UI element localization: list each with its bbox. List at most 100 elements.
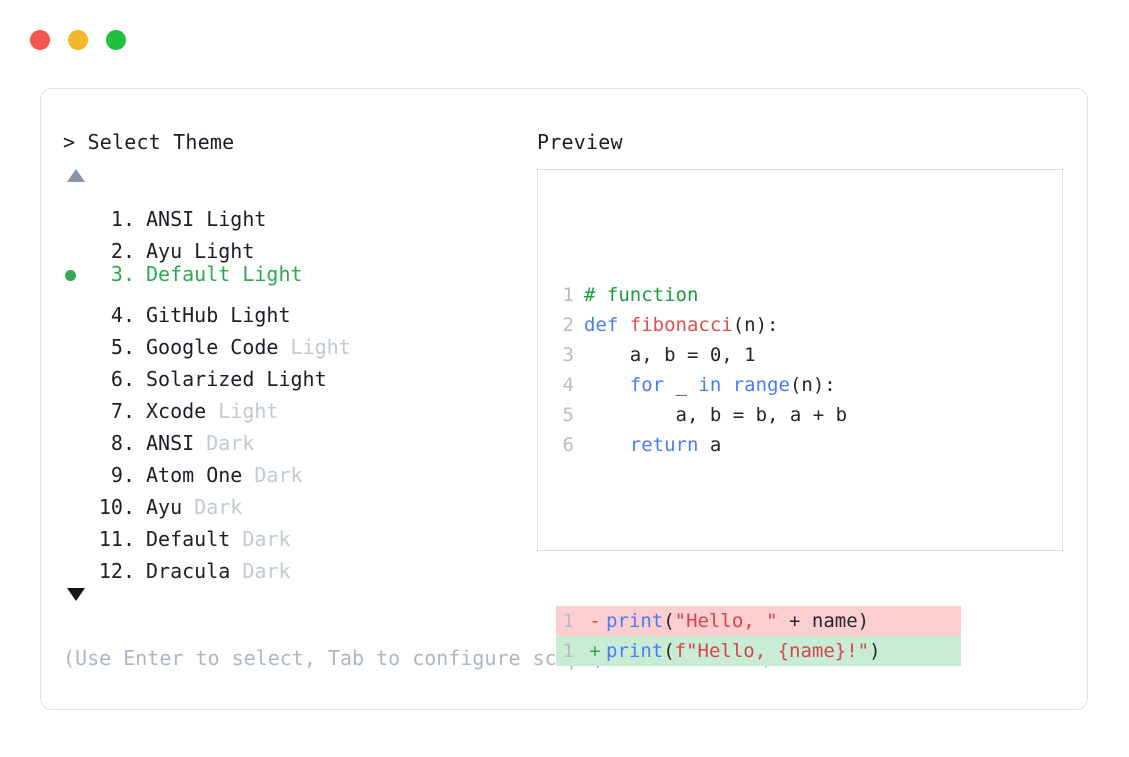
code-line-number: 5	[562, 404, 574, 426]
theme-item-variant: Dark	[242, 463, 303, 487]
theme-item-index: 5.	[110, 335, 135, 359]
code-line-number: 2	[562, 314, 574, 336]
theme-list-item[interactable]: 3. Default Light	[63, 258, 533, 290]
bullet-icon	[65, 270, 76, 281]
code-token	[584, 374, 630, 396]
list-marker-slot	[63, 546, 91, 578]
theme-item-index: 7.	[110, 399, 135, 423]
code-token: print	[606, 640, 664, 662]
diff-line-text: print("Hello, " + name)	[606, 606, 869, 636]
theme-list-item[interactable]: 4. GitHub Light	[63, 290, 533, 327]
theme-item-index: 12.	[98, 559, 135, 583]
theme-list-item[interactable]: 9.Atom One Dark	[63, 450, 533, 487]
theme-item-index: 4.	[110, 303, 135, 327]
theme-item-name: GitHub	[146, 303, 219, 327]
close-button[interactable]	[30, 30, 50, 50]
theme-item-index: 9.	[110, 463, 135, 487]
code-line-text: a, b = 0, 1	[584, 340, 756, 370]
triangle-down-icon[interactable]	[67, 588, 85, 601]
theme-item-variant: Light	[218, 303, 291, 327]
code-token: "Hello, "	[674, 610, 778, 632]
diff-marker: +	[589, 640, 601, 662]
theme-list-item[interactable]: 11.Default Dark	[63, 514, 533, 551]
selected-bullet-icon	[63, 260, 91, 292]
theme-list-item[interactable]: 7.Xcode Light	[63, 386, 533, 423]
code-token: print	[606, 610, 664, 632]
code-token: (	[663, 610, 675, 632]
theme-item-name: Solarized	[146, 367, 255, 391]
code-token	[584, 434, 630, 456]
code-token: + name)	[777, 610, 870, 632]
list-marker-slot	[63, 354, 91, 386]
theme-item-name: Ayu	[146, 495, 183, 519]
theme-item-variant: Light	[278, 335, 351, 359]
theme-list-item[interactable]: 10. Ayu Dark	[63, 482, 533, 519]
code-line-number: 1	[562, 284, 574, 306]
theme-item-index: 1.	[110, 207, 135, 231]
theme-item-index: 2.	[110, 239, 135, 263]
code-line-text: a, b = b, a + b	[584, 400, 848, 430]
code-token: )	[869, 640, 881, 662]
code-token: for	[629, 374, 665, 396]
code-line: 4 for _ in range(n):	[556, 370, 961, 400]
code-token: return	[629, 434, 699, 456]
diff-line-number: 1	[562, 610, 574, 632]
theme-item-index: 3.	[110, 262, 135, 286]
minimize-button[interactable]	[68, 30, 88, 50]
diff-line-number: 1	[562, 640, 574, 662]
triangle-up-icon[interactable]	[67, 169, 85, 182]
code-line: 6 return a	[556, 430, 961, 460]
theme-item-name: ANSI	[146, 431, 195, 455]
diff-lines: 1-print("Hello, " + name)1+print(f"Hello…	[556, 606, 961, 666]
theme-item-name: Default	[146, 527, 231, 551]
theme-list-item[interactable]: 2. Ayu Light	[63, 226, 533, 263]
diff-removed-line: 1-print("Hello, " + name)	[556, 606, 961, 636]
code-spacer	[556, 520, 961, 546]
code-token: f"Hello, {name}!"	[674, 640, 870, 662]
code-line-number: 3	[562, 344, 574, 366]
diff-added-line: 1+print(f"Hello, {name}!")	[556, 636, 961, 666]
theme-list-item[interactable]: 5. Google Code Light	[63, 322, 533, 359]
code-token: a	[698, 434, 722, 456]
theme-list-item[interactable]: 8. ANSI Dark	[63, 418, 533, 455]
list-marker-slot	[63, 418, 91, 450]
theme-item-variant: Dark	[182, 495, 243, 519]
theme-list-item[interactable]: 1.ANSI Light	[63, 194, 533, 231]
theme-item-variant: Light	[194, 207, 267, 231]
list-marker-slot	[63, 226, 91, 258]
theme-item-variant: Dark	[230, 527, 291, 551]
theme-item-name: Default	[146, 262, 231, 286]
theme-item-name: Xcode	[146, 399, 207, 423]
theme-item-name: Google Code	[146, 335, 279, 359]
theme-item-variant: Light	[182, 239, 255, 263]
theme-item-index: 8.	[110, 431, 135, 455]
code-token: a, b = 0, 1	[584, 344, 756, 366]
list-marker-slot	[63, 290, 91, 322]
zoom-button[interactable]	[106, 30, 126, 50]
code-token: # function	[584, 284, 699, 306]
theme-list-item[interactable]: 12. Dracula Dark	[63, 546, 533, 583]
list-marker-slot	[63, 386, 91, 418]
list-marker-slot	[63, 450, 91, 482]
theme-item-variant: Light	[254, 367, 327, 391]
theme-item-index: 10.	[98, 495, 135, 519]
code-line: 5 a, b = b, a + b	[556, 400, 961, 430]
theme-item-variant: Dark	[194, 431, 255, 455]
theme-item-name: Dracula	[146, 559, 231, 583]
theme-item-index: 6.	[110, 367, 135, 391]
theme-item-variant: Dark	[230, 559, 291, 583]
theme-list-item[interactable]: 6. Solarized Light	[63, 354, 533, 391]
theme-item-name: Ayu	[146, 239, 183, 263]
code-line: 1 # function	[556, 280, 961, 310]
theme-item-variant: Light	[230, 262, 303, 286]
list-marker-slot	[63, 322, 91, 354]
code-token: fibonacci	[629, 314, 733, 336]
window-traffic-lights	[30, 30, 126, 50]
